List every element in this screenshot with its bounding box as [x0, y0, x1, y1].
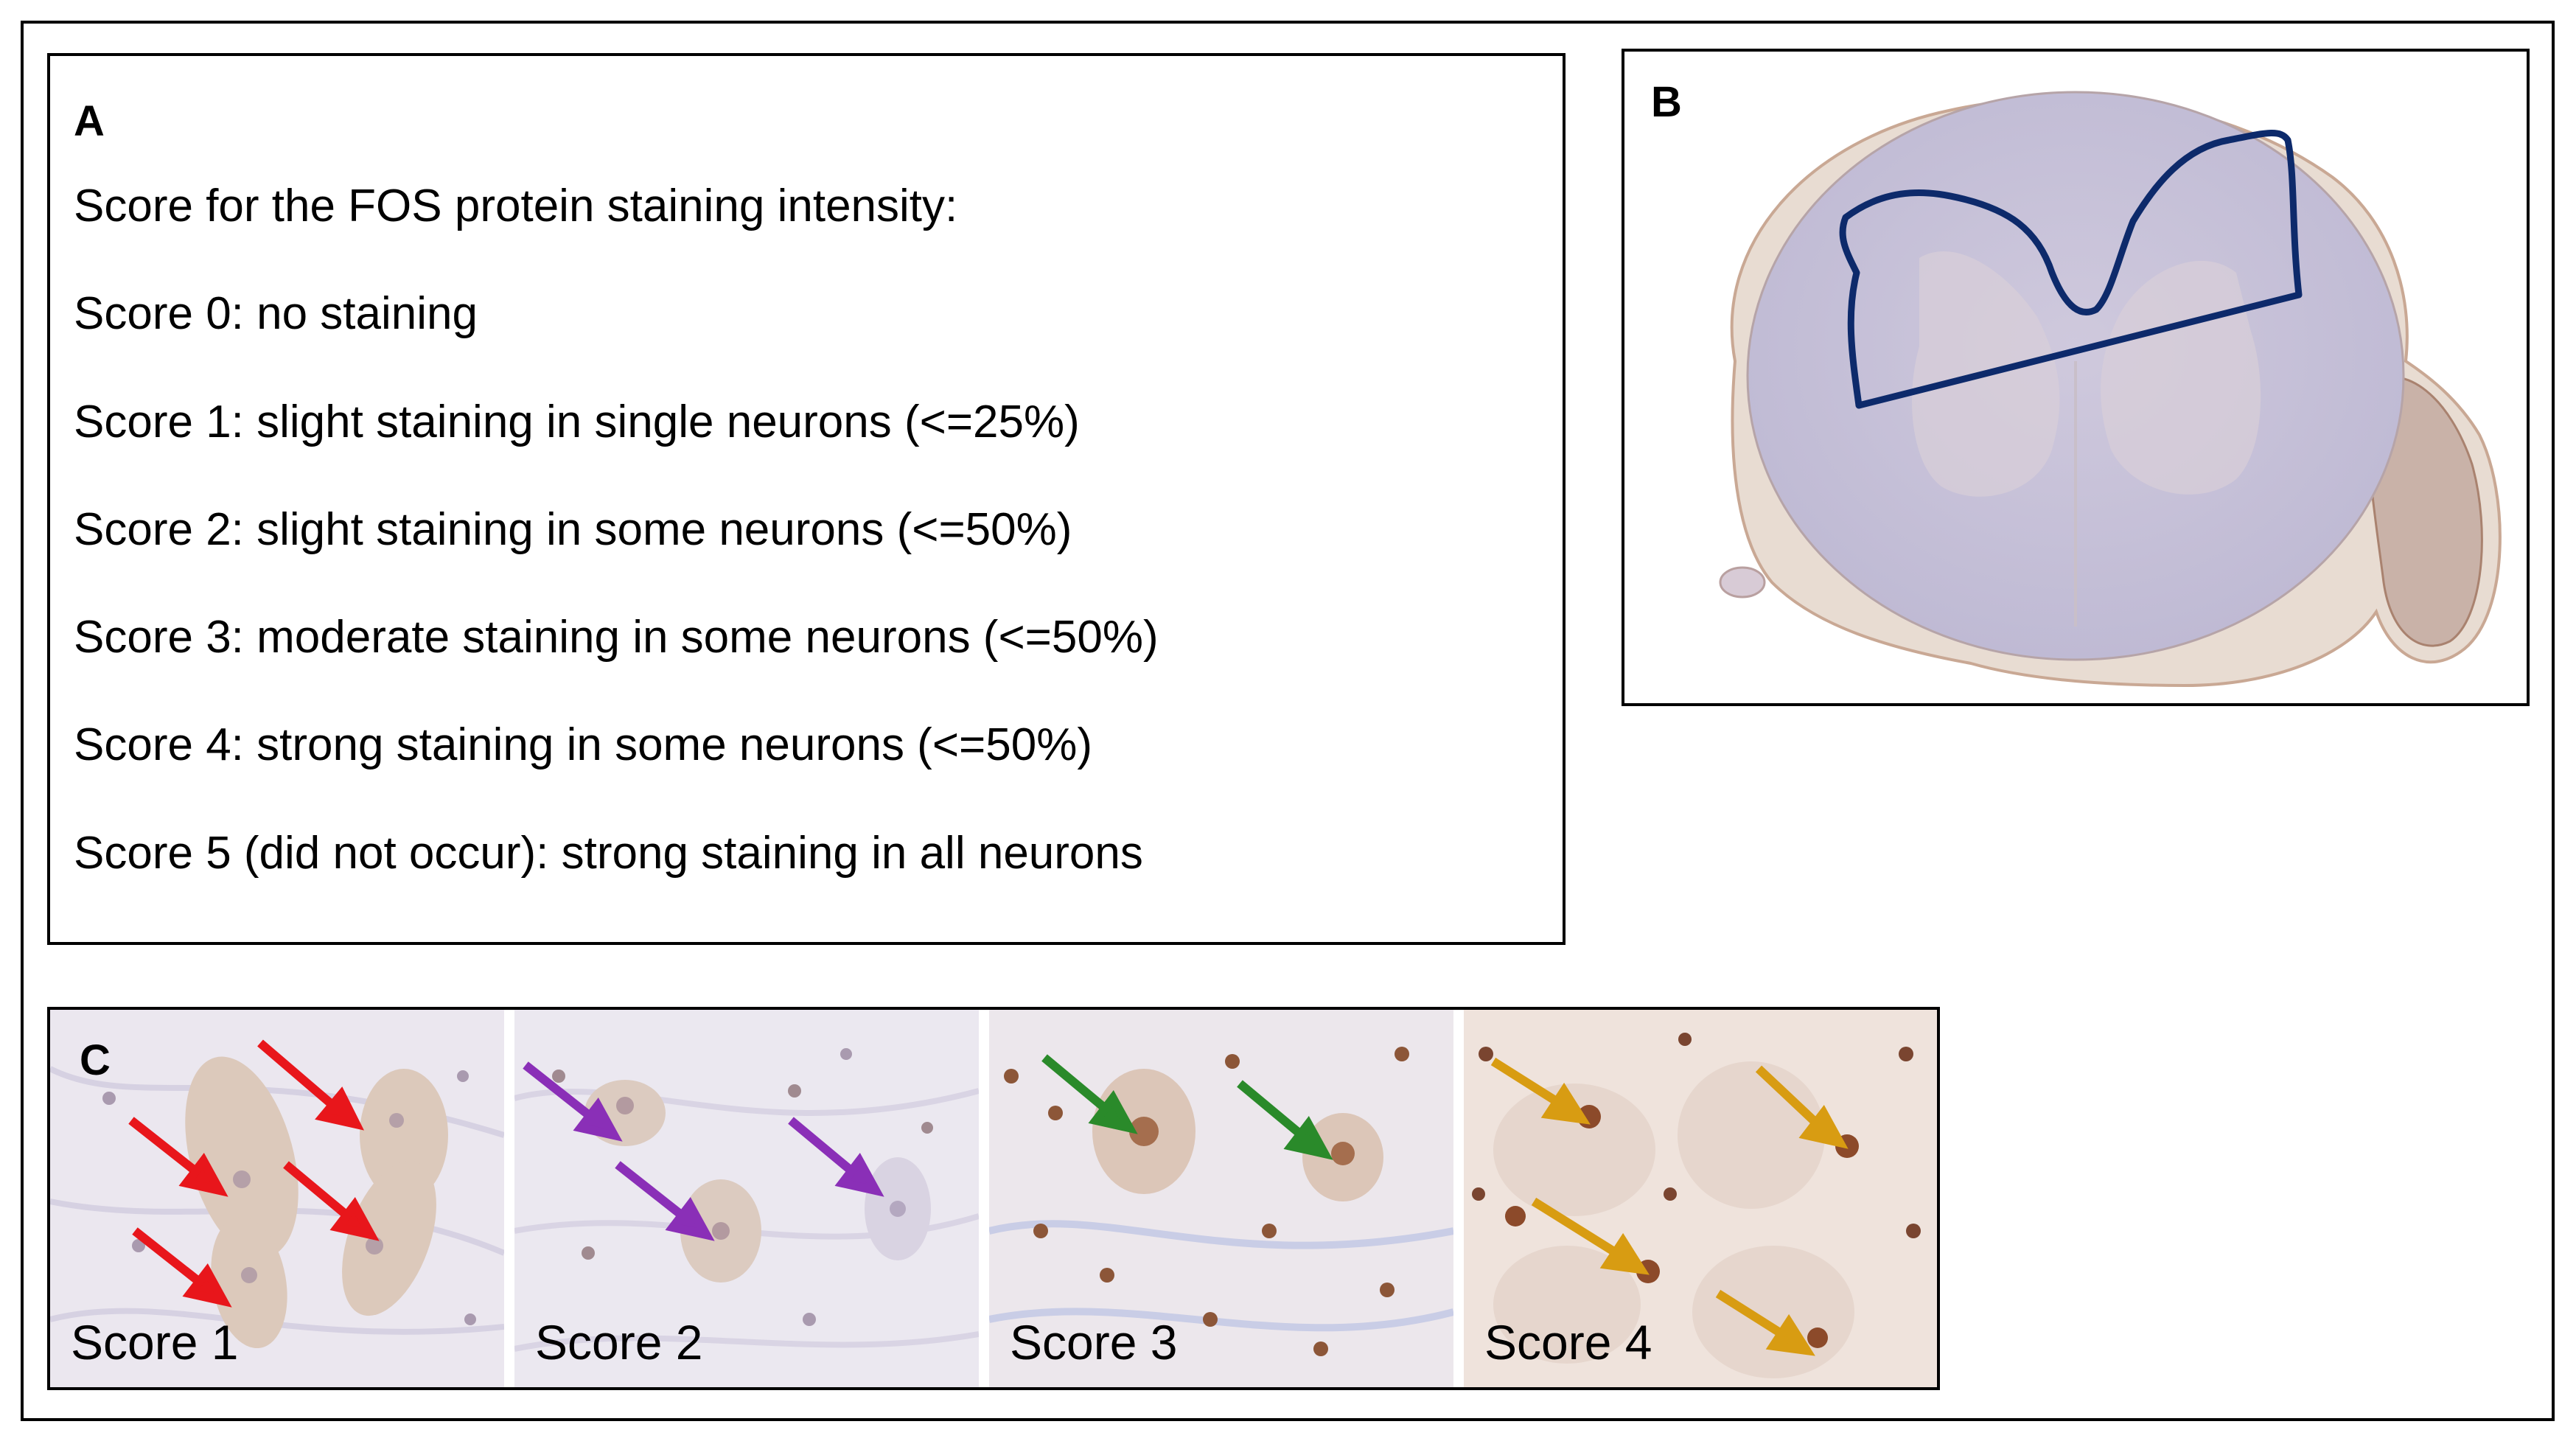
panel-a-letter: A — [74, 97, 105, 145]
score-3-arrows — [1041, 1054, 1333, 1160]
tile-divider — [504, 1010, 514, 1387]
panel-b-spinal-cord-section: B — [1622, 49, 2530, 706]
score-1-label: Score 1 — [71, 1315, 239, 1370]
panel-b-letter: B — [1651, 78, 1682, 126]
score-4-label: Score 4 — [1484, 1315, 1652, 1370]
score-3-text: Score 3: moderate staining in some neuro… — [74, 612, 1159, 663]
score-1-arrows — [128, 1039, 380, 1308]
figure-frame — [21, 21, 2555, 1421]
score-3-label: Score 3 — [1010, 1315, 1178, 1370]
panel-c-letter: C — [80, 1036, 111, 1084]
score-4-arrows — [1490, 1057, 1849, 1356]
score-2-arrows — [523, 1061, 884, 1241]
score-1-text: Score 1: slight staining in single neuro… — [74, 396, 1080, 447]
spinal-cord-section-image — [1719, 91, 2502, 688]
score-2-tile: Score 2 — [514, 1010, 979, 1387]
score-4-tile: Score 4 — [1464, 1010, 1937, 1387]
tile-divider — [1453, 1010, 1464, 1387]
tile-divider — [979, 1010, 989, 1387]
score-0-text: Score 0: no staining — [74, 288, 478, 340]
roi-outline — [1839, 130, 2303, 409]
score-2-text: Score 2: slight staining in some neurons… — [74, 503, 1072, 555]
score-5-text: Score 5 (did not occur): strong staining… — [74, 827, 1143, 879]
score-4-text: Score 4: strong staining in some neurons… — [74, 719, 1092, 771]
score-2-micrograph — [514, 1010, 979, 1387]
score-legend-title: Score for the FOS protein staining inten… — [74, 181, 958, 231]
score-1-micrograph — [50, 1010, 504, 1387]
score-3-tile: Score 3 — [989, 1010, 1453, 1387]
panel-c-score-examples: C Score 1 — [47, 1007, 1940, 1390]
panel-a-score-legend: A Score for the FOS protein staining int… — [47, 53, 1566, 945]
score-4-micrograph — [1464, 1010, 1937, 1387]
score-3-micrograph — [989, 1010, 1453, 1387]
score-1-tile: Score 1 — [50, 1010, 504, 1387]
score-2-label: Score 2 — [535, 1315, 703, 1370]
